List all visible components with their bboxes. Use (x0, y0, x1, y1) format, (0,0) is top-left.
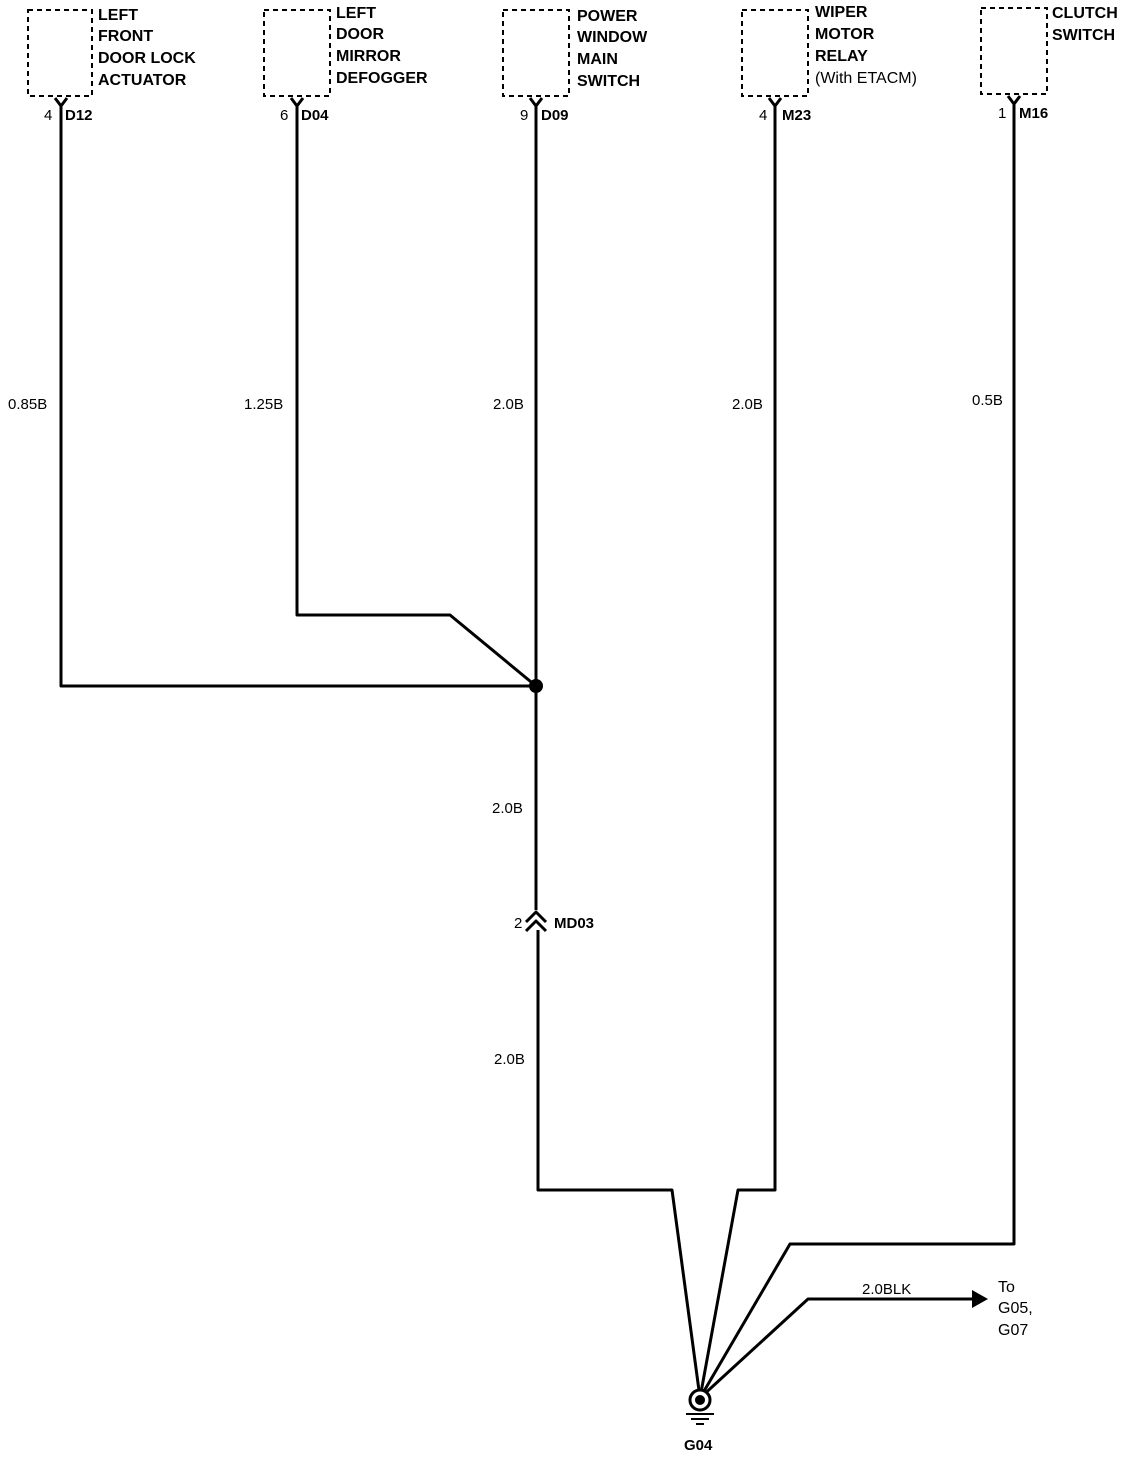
ground-label: G04 (684, 1437, 713, 1454)
pin-number: 4 (759, 107, 767, 124)
component-label-line: FRONT (98, 28, 153, 45)
component-label-line: MAIN (577, 51, 618, 68)
pin-number: 1 (998, 105, 1006, 122)
component-label-line: DOOR LOCK (98, 50, 196, 67)
component-label-line: DOOR (336, 26, 384, 43)
connector-code: M16 (1019, 105, 1048, 122)
component-box (263, 9, 331, 97)
component-note: (With ETACM) (815, 70, 917, 87)
wire-branch-g05-g07 (698, 1297, 975, 1400)
pin-number: 9 (520, 107, 528, 124)
wire-label-branch: 2.0BLK (862, 1281, 911, 1298)
connector-terminal (767, 97, 783, 108)
component-left-door-mirror-defogger: LEFT DOOR MIRROR DEFOGGER 6 D04 1.25B (244, 5, 428, 413)
connector-terminal (528, 97, 544, 108)
connector-chevron-icon (524, 910, 548, 924)
ground-g04: G04 (684, 1388, 714, 1454)
wire-trunk-lower (536, 930, 702, 1399)
destination-line: G05, (998, 1300, 1033, 1317)
component-box (741, 9, 809, 97)
component-label-line: RELAY (815, 48, 868, 65)
connector-code: M23 (782, 107, 811, 124)
connector-terminal (1006, 95, 1022, 106)
connector-code: D12 (65, 107, 93, 124)
component-label-line: WIPER (815, 4, 868, 21)
wire-label: 2.0B (732, 396, 763, 413)
wire-label: 2.0B (493, 396, 524, 413)
wire-label: 1.25B (244, 396, 283, 413)
component-label-line: WINDOW (577, 29, 648, 46)
connector-code: D09 (541, 107, 569, 124)
connector-code: MD03 (554, 915, 594, 932)
component-clutch-switch: CLUTCH SWITCH 1 M16 0.5B (972, 5, 1118, 409)
component-wiper-motor-relay: WIPER MOTOR RELAY (With ETACM) 4 M23 2.0… (732, 4, 917, 413)
connector-code: D04 (301, 107, 329, 124)
destination-line: G07 (998, 1322, 1028, 1339)
component-box (980, 7, 1048, 95)
component-label-line: POWER (577, 8, 638, 25)
component-label-line: DEFOGGER (336, 70, 428, 87)
component-label-line: LEFT (336, 5, 376, 22)
ground-terminal-center (695, 1395, 705, 1405)
component-label-line: SWITCH (577, 73, 640, 90)
inline-connector-md03: 2 MD03 (514, 910, 594, 933)
wire-left-door-mirror (295, 106, 537, 688)
wire-label-trunk-upper: 2.0B (492, 800, 523, 817)
wire-clutch-switch (698, 104, 1016, 1399)
wire-label: 0.85B (8, 396, 47, 413)
wire-left-front-door-lock (59, 106, 536, 688)
component-label-line: LEFT (98, 7, 138, 24)
component-left-front-door-lock-actuator: LEFT FRONT DOOR LOCK ACTUATOR 4 D12 0.85… (8, 7, 196, 413)
wire-wiper-motor-relay (698, 106, 777, 1399)
connector-terminal (289, 97, 305, 108)
pin-number: 2 (514, 915, 522, 932)
component-label-line: CLUTCH (1052, 5, 1118, 22)
component-box (502, 9, 570, 97)
component-label-line: MIRROR (336, 48, 401, 65)
wire-label: 0.5B (972, 392, 1003, 409)
component-label-line: ACTUATOR (98, 72, 187, 89)
pin-number: 4 (44, 107, 52, 124)
wire-label-trunk-lower: 2.0B (494, 1051, 525, 1068)
arrow-right-icon (972, 1290, 988, 1308)
component-label-line: SWITCH (1052, 27, 1115, 44)
component-label-line: MOTOR (815, 26, 875, 43)
pin-number: 6 (280, 107, 288, 124)
connector-terminal (53, 97, 69, 108)
destination-line: To (998, 1279, 1015, 1296)
component-box (27, 9, 93, 97)
connector-chevron-icon (524, 919, 548, 933)
component-power-window-main-switch: POWER WINDOW MAIN SWITCH 9 D09 2.0B (493, 8, 648, 413)
